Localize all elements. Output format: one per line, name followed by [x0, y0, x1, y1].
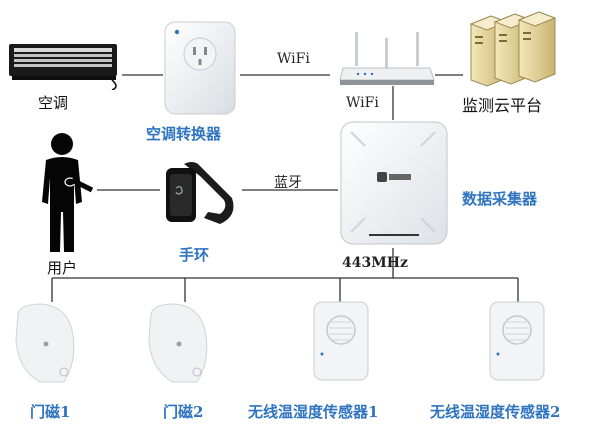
wristband-icon	[166, 162, 234, 224]
door-magnet-icon	[15, 303, 75, 383]
ac-label: 空调	[38, 94, 69, 112]
temp-humidity-sensor-1	[312, 300, 372, 384]
air-conditioner	[8, 42, 120, 90]
door-sensor-2-label: 门磁2	[163, 403, 204, 421]
bluetooth-label: 蓝牙	[274, 175, 302, 191]
ac-converter-label: 空调转换器	[146, 125, 222, 143]
ac-converter	[163, 20, 239, 116]
air-conditioner-icon	[9, 44, 117, 90]
wristband-label: 手环	[179, 246, 210, 264]
temp-humidity-sensor-2	[488, 300, 548, 384]
cloud-label: 监测云平台	[462, 96, 543, 115]
door-sensor-2	[145, 300, 215, 386]
person-icon	[42, 133, 94, 252]
data-collector-icon	[340, 121, 448, 245]
temp-humidity-sensor-icon	[489, 301, 545, 381]
wifi-link-label: WiFi	[277, 51, 310, 67]
temp-humidity-sensor-1-label: 无线温湿度传感器1	[248, 403, 379, 421]
temp-humidity-sensor-2-label: 无线温湿度传感器2	[430, 403, 561, 421]
rf-frequency-label: 443MHz	[342, 255, 408, 271]
user	[32, 132, 98, 256]
router-icon	[339, 32, 435, 85]
temp-humidity-sensor-icon	[313, 301, 369, 381]
door-sensor-1	[12, 300, 82, 386]
cloud-platform	[463, 8, 563, 88]
wifi-uplink-label: WiFi	[346, 95, 379, 111]
data-collector-label: 数据采集器	[462, 190, 538, 208]
server-stack-icon	[469, 11, 557, 87]
socket-converter-icon	[164, 21, 236, 115]
data-collector	[339, 120, 451, 248]
user-label: 用户	[47, 259, 78, 277]
wristband	[162, 158, 242, 232]
door-magnet-icon	[148, 303, 208, 383]
wifi-router	[338, 28, 436, 88]
door-sensor-1-label: 门磁1	[30, 403, 71, 421]
